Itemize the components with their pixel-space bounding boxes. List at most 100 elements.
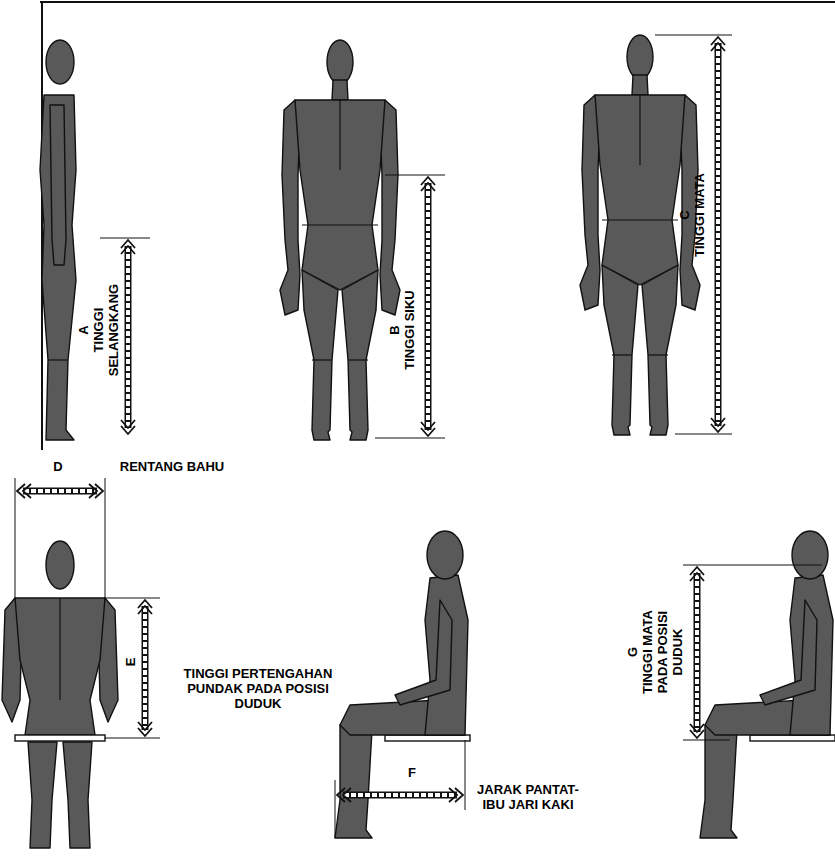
knee-line — [48, 359, 68, 360]
label-group: E — [123, 658, 138, 667]
guide-line — [105, 738, 160, 739]
leg — [63, 742, 92, 848]
label-group: CTINGGI MATA — [677, 169, 707, 261]
arm — [760, 600, 817, 705]
guide-line — [105, 598, 160, 599]
guide-line — [335, 780, 336, 838]
guide-line — [100, 238, 150, 239]
arrow-band — [425, 183, 432, 430]
leg — [302, 270, 338, 440]
guide-line — [105, 478, 106, 600]
arrow-head — [421, 183, 435, 191]
arrow-band — [142, 606, 149, 730]
dimension-letter: B — [387, 284, 402, 376]
arrow-band — [125, 246, 132, 428]
dimension-arrow — [121, 240, 135, 434]
arrow-head — [690, 724, 704, 732]
body-line — [339, 100, 340, 170]
label-group: ATINGGI SELANGKANG — [76, 284, 121, 376]
head — [627, 35, 653, 79]
arrow-head — [711, 418, 725, 426]
leg — [342, 270, 378, 440]
arrow-head — [421, 422, 435, 430]
arrow-head — [121, 246, 135, 254]
dimension-label: RENTANG BAHU — [120, 459, 224, 474]
dimension-arrow — [17, 484, 103, 498]
leg — [28, 742, 57, 848]
dimension-label: JARAK PANTAT-IBU JARI KAKI — [472, 782, 584, 812]
dimension-arrow — [690, 567, 704, 738]
guide-line — [15, 478, 16, 600]
label-group: TINGGI PERTENGAHAN PUNDAK PADA POSISI DU… — [163, 666, 353, 711]
arrow-band — [23, 488, 97, 495]
dimension-arrow — [138, 600, 152, 736]
arrow-head — [138, 722, 152, 730]
arrow-head — [711, 43, 725, 51]
dimension-label: TINGGI PERTENGAHAN PUNDAK PADA POSISI DU… — [163, 666, 353, 711]
arrow-band — [716, 44, 720, 425]
torso — [15, 598, 105, 735]
arrow-band — [715, 43, 722, 426]
arrow-band — [24, 489, 96, 493]
head — [792, 531, 828, 579]
dimension-letter: C — [677, 169, 692, 261]
guide-line — [375, 438, 445, 439]
seat — [750, 735, 835, 741]
head — [427, 531, 463, 579]
label-group: GTINGGI MATA PADA POSISI DUDUK — [625, 606, 685, 698]
knee-line — [648, 354, 668, 355]
arrow-band — [343, 792, 457, 799]
seat — [15, 735, 105, 741]
dimension-label: TINGGI SELANGKANG — [91, 284, 121, 376]
label-group: D — [53, 459, 62, 474]
leg — [602, 265, 638, 435]
dimension-letter: D — [53, 459, 62, 474]
arrow-band — [694, 573, 701, 732]
head — [327, 40, 353, 84]
seat — [385, 735, 470, 741]
arrow-band — [426, 184, 430, 429]
lower-leg — [335, 725, 372, 838]
dimension-letter: A — [76, 325, 91, 334]
frame-line — [40, 1, 835, 3]
label-group: RENTANG BAHU — [120, 459, 224, 474]
dimension-letter: F — [408, 765, 416, 780]
label-group: BTINGGI SIKU — [387, 284, 417, 376]
arrow-head — [89, 484, 97, 498]
lower-leg — [700, 725, 737, 838]
frame-line — [41, 2, 43, 450]
dimension-letter: G — [625, 606, 640, 698]
arrow-head — [690, 573, 704, 581]
label-group: F — [408, 765, 416, 780]
body-line — [59, 598, 60, 700]
arrow-head — [449, 788, 457, 802]
dimension-label: TINGGI MATA — [692, 169, 707, 261]
arrow-head — [23, 484, 31, 498]
arm — [50, 105, 66, 265]
dimension-arrow — [711, 37, 725, 432]
torso — [295, 100, 385, 290]
arrow-band — [143, 607, 147, 729]
arrow-head — [343, 788, 351, 802]
dimension-letter: E — [123, 658, 138, 667]
head — [46, 40, 74, 84]
head — [46, 541, 74, 589]
neck — [632, 75, 648, 95]
torso — [595, 95, 685, 285]
arrow-band — [126, 247, 130, 427]
body-line — [602, 219, 678, 220]
guide-line — [385, 175, 445, 176]
arrow-head — [121, 420, 135, 428]
guide-line — [465, 740, 466, 810]
guide-line — [683, 740, 730, 741]
dimension-label: TINGGI SIKU — [402, 284, 417, 376]
leg — [642, 265, 678, 435]
dimension-arrow — [421, 177, 435, 436]
arrow-head — [138, 606, 152, 614]
knee-line — [348, 359, 368, 360]
knee-line — [312, 359, 332, 360]
arrow-band — [344, 793, 456, 797]
guide-line — [675, 434, 732, 435]
guide-line — [683, 565, 822, 566]
